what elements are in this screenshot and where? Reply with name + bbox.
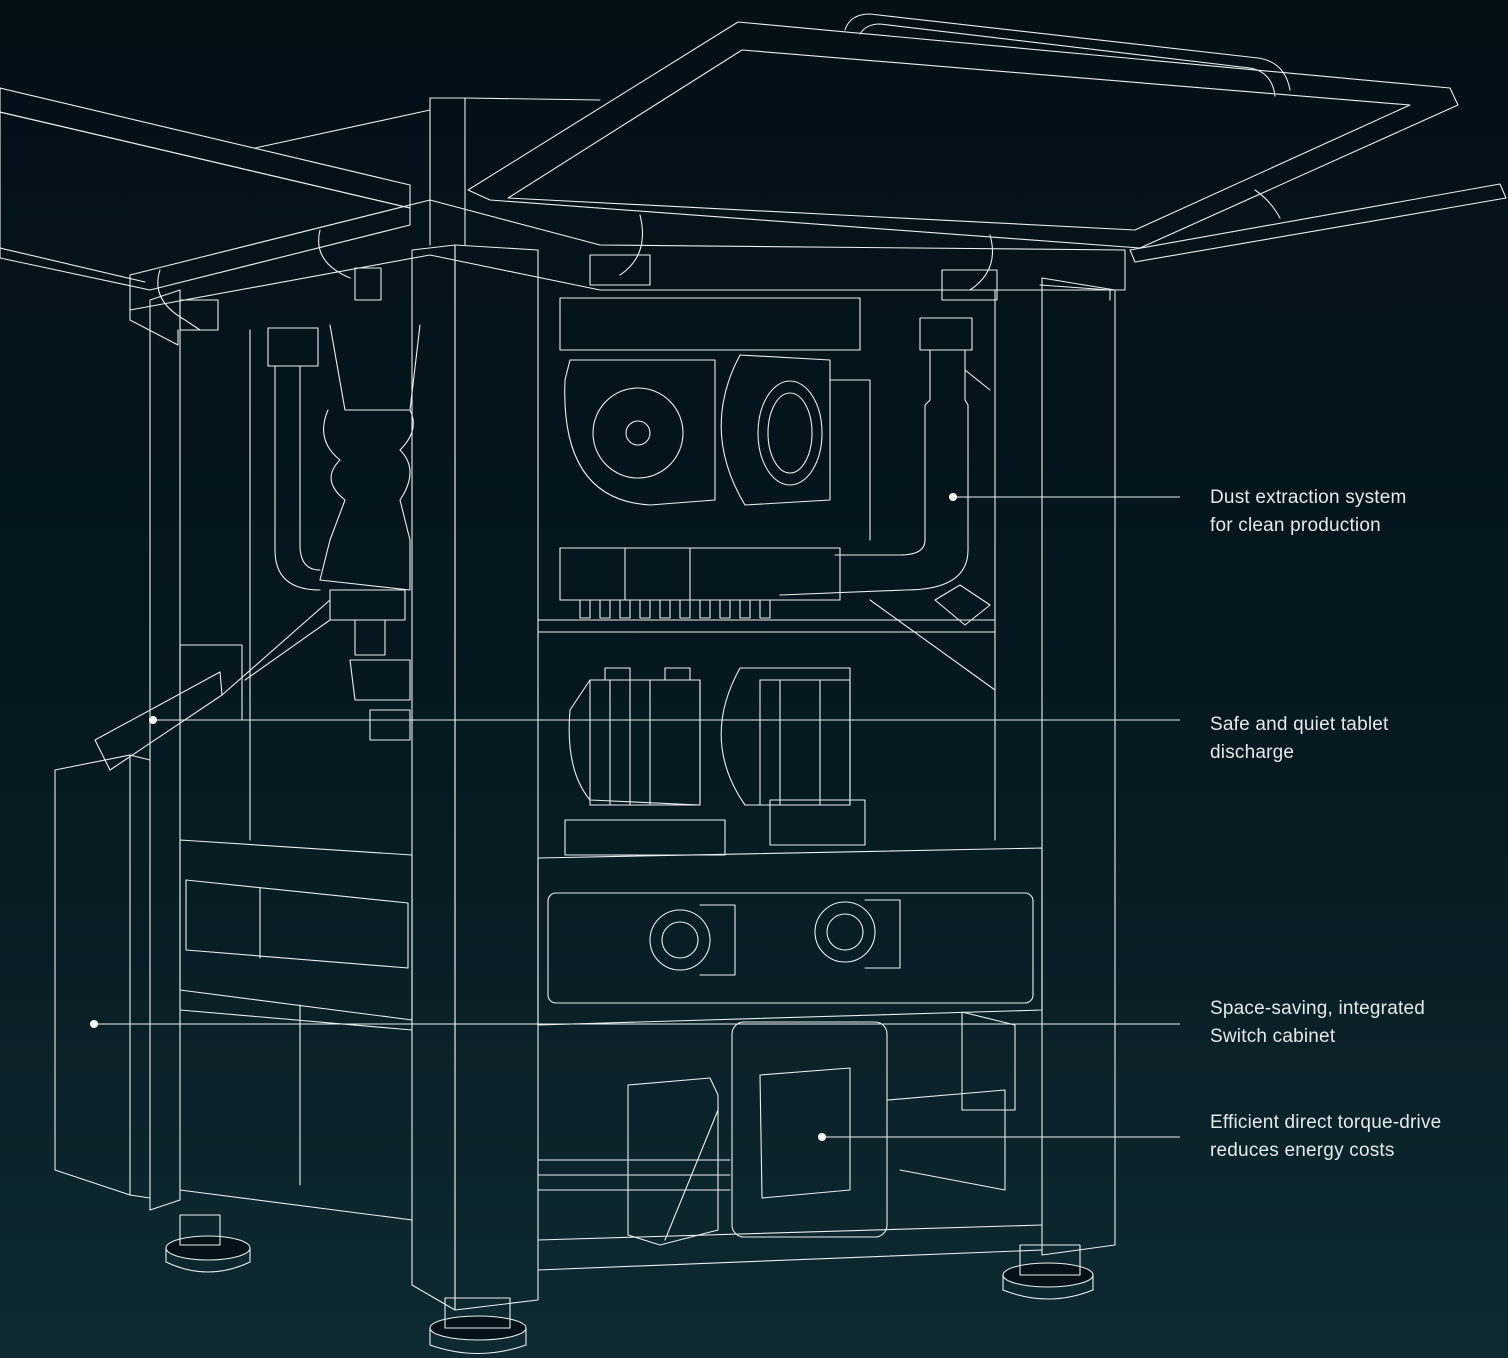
upper-motors [559,297,871,541]
callout-line: for clean production [1210,515,1381,536]
callout-leaders [90,493,1180,1141]
callout-line: Safe and quiet tablet [1210,714,1389,735]
left-wing-panel [0,87,431,291]
machine-feet [165,1214,1094,1355]
base-shelf [179,839,1043,1026]
callout-torque-drive: Efficient direct torque-drive reduces en… [1210,1109,1500,1165]
callout-line: Dust extraction system [1210,487,1407,508]
leader-dot-drive [818,1133,826,1141]
callout-line: Switch cabinet [1210,1026,1336,1047]
leader-dot-dust [949,493,957,501]
callout-line: Space-saving, integrated [1210,998,1425,1019]
lower-compartment [179,1004,1043,1271]
callout-line: Efficient direct torque-drive [1210,1112,1442,1133]
leader-dot-cabinet [90,1020,98,1028]
dust-extraction-hose [779,317,991,596]
discharge-chute [94,599,331,771]
callout-line: discharge [1210,742,1295,763]
right-lid-panel [467,13,1507,263]
lower-motors [564,667,866,856]
turret-bar [537,547,996,691]
callout-switch-cabinet: Space-saving, integrated Switch cabinet [1210,995,1500,1051]
callout-dust-extraction: Dust extraction system for clean product… [1210,484,1500,540]
leader-dot-discharge [149,716,157,724]
top-frame [129,97,1126,346]
punch-row [579,599,771,619]
upper-left-mechanism [267,324,421,741]
switch-cabinet [54,754,151,1199]
callout-tablet-discharge: Safe and quiet tablet discharge [1210,711,1500,767]
frame-pillars [149,244,1116,1311]
callout-line: reduces energy costs [1210,1140,1395,1161]
